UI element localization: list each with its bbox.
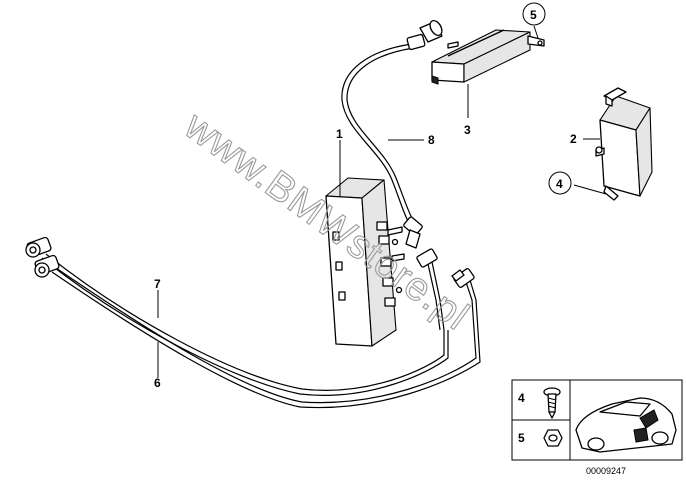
inset-panel: 4 5 (511, 379, 683, 461)
callout-5-circled: 5 (522, 2, 546, 26)
cable-8 (341, 19, 443, 249)
callout-2: 2 (570, 132, 577, 146)
plug-right-6 (451, 268, 475, 288)
nut-icon (543, 429, 563, 447)
cable-6-7 (25, 236, 481, 409)
callout-4-circled: 4 (548, 171, 572, 195)
screw-icon (543, 387, 561, 419)
antenna-module-3 (431, 29, 545, 85)
plug-right-7 (416, 248, 445, 331)
callout-8: 8 (428, 133, 435, 147)
cable-8-top-plug (406, 19, 443, 51)
document-number: 00009247 (586, 466, 626, 476)
plug-left-upper (25, 236, 52, 258)
callout-3: 3 (464, 123, 471, 137)
callout-7: 7 (154, 277, 161, 291)
svg-text:5: 5 (530, 8, 537, 22)
callout-1: 1 (336, 127, 343, 141)
plug-left-lower (34, 254, 60, 278)
antenna-amplifier-module (325, 177, 405, 347)
car-location-icon (575, 397, 677, 453)
antenna-module-2 (595, 87, 653, 201)
leader-lines (157, 25, 607, 378)
svg-text:4: 4 (556, 177, 563, 191)
callout-6: 6 (154, 376, 161, 390)
inset-label-5: 5 (518, 431, 525, 445)
cable-8-bottom-plug (403, 216, 423, 249)
inset-label-4: 4 (518, 391, 525, 405)
